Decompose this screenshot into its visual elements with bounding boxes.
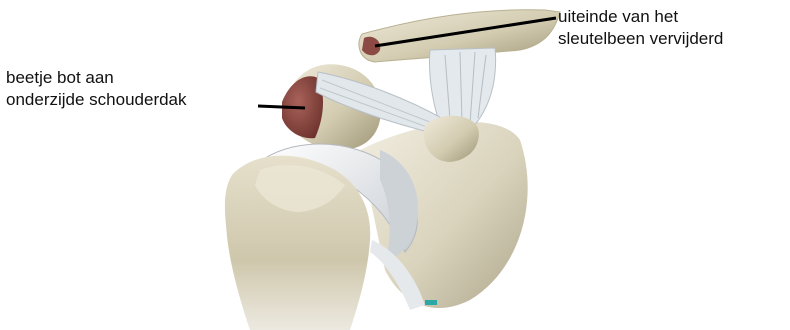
- acromion-label-line2: onderzijde schouderdak: [6, 89, 187, 111]
- small-marker: [425, 300, 437, 305]
- acromion-label: beetje bot aan onderzijde schouderdak: [6, 67, 187, 111]
- clavicle-label-line1: uiteinde van het: [558, 6, 723, 28]
- clavicle-label-line2: sleutelbeen vervijderd: [558, 28, 723, 50]
- clavicle-label: uiteinde van het sleutelbeen vervijderd: [558, 6, 723, 50]
- leader-line-acromion: [258, 106, 305, 108]
- acromion-label-line1: beetje bot aan: [6, 67, 187, 89]
